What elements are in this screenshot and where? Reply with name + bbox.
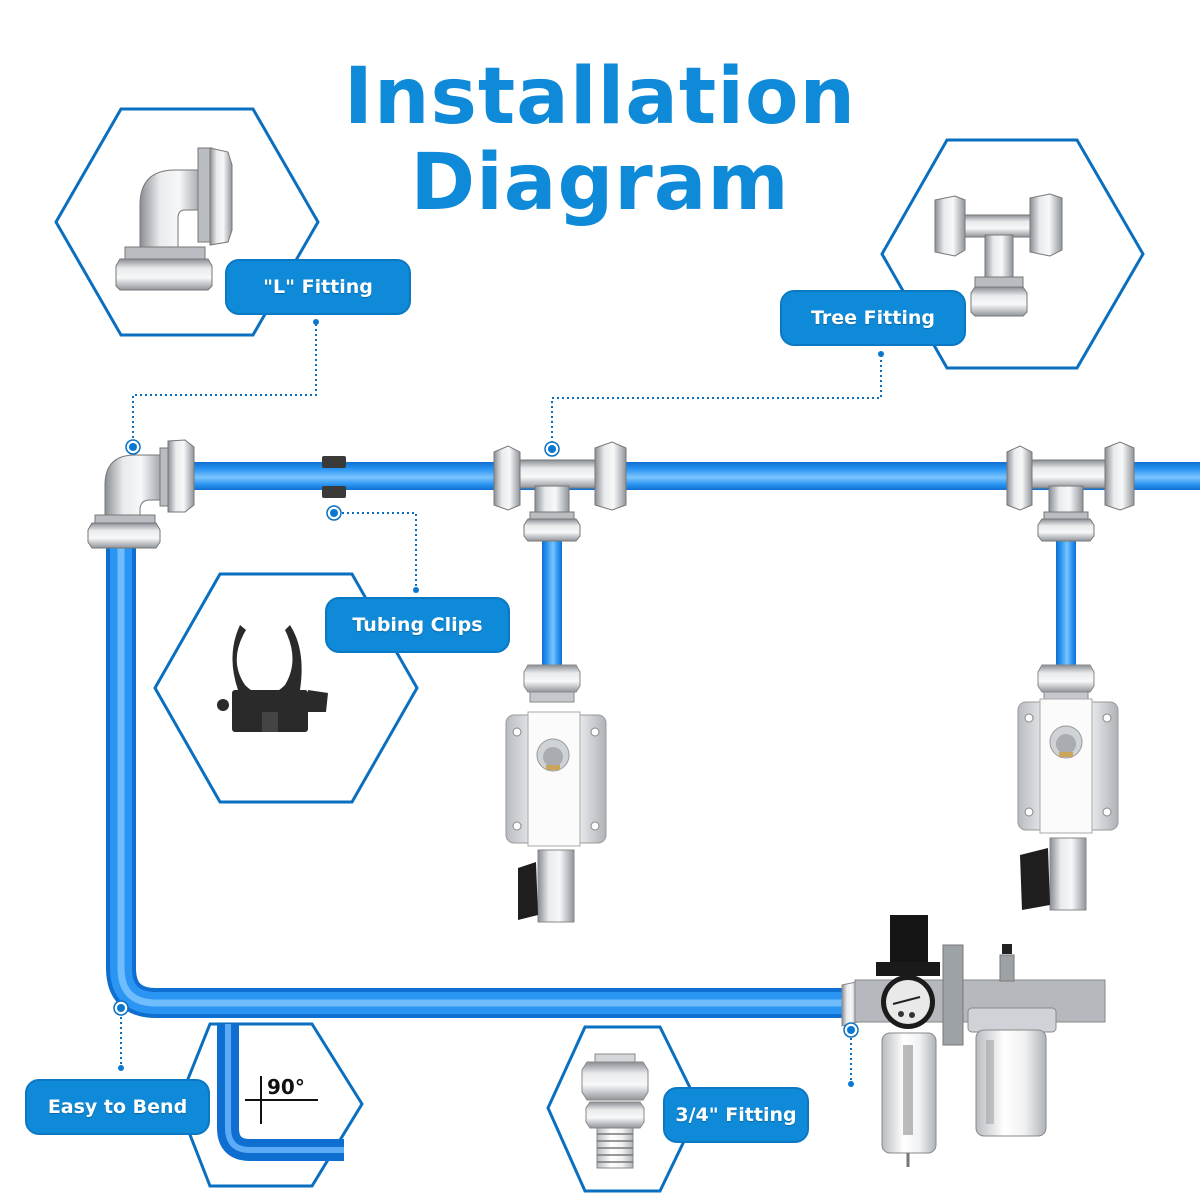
anchor-dots (113, 319, 884, 1087)
callout-easy-to-bend: Easy to Bend (25, 1079, 210, 1135)
elbow-fitting-icon (115, 147, 233, 291)
bend-angle-label: 90° (267, 1075, 305, 1099)
title-line-1: Installation (343, 52, 857, 142)
leader-l-fitting (132, 324, 317, 440)
filter-regulator-lubricator (841, 915, 1106, 1167)
tee-fitting-2 (1006, 441, 1135, 542)
bent-pipe-icon (217, 1024, 344, 1161)
callout-three-quarter-fitting: 3/4" Fitting (663, 1087, 809, 1143)
callout-tree-fitting: Tree Fitting (780, 290, 966, 346)
tee-fitting-icon (934, 193, 1063, 317)
wall-outlet-valve-1 (505, 664, 607, 923)
threaded-fitting-icon (581, 1053, 649, 1169)
leader-lines (120, 324, 882, 1083)
title-line-2: Diagram (410, 138, 790, 228)
callout-l-fitting: "L" Fitting (225, 259, 411, 315)
pipe-drop-1 (542, 535, 562, 665)
pipe-network (106, 462, 1200, 1018)
tee-fitting-1 (493, 441, 627, 542)
callout-tubing-clips: Tubing Clips (325, 597, 510, 653)
leader-tree-fitting (551, 355, 882, 442)
elbow-fitting (87, 439, 195, 549)
tubing-clip-icon (217, 625, 328, 732)
leader-tubing-clips (337, 512, 417, 590)
wall-outlet-valve-2 (1017, 664, 1119, 911)
tubing-clip-on-pipe (322, 456, 346, 498)
pipe-drop-2 (1056, 535, 1076, 665)
